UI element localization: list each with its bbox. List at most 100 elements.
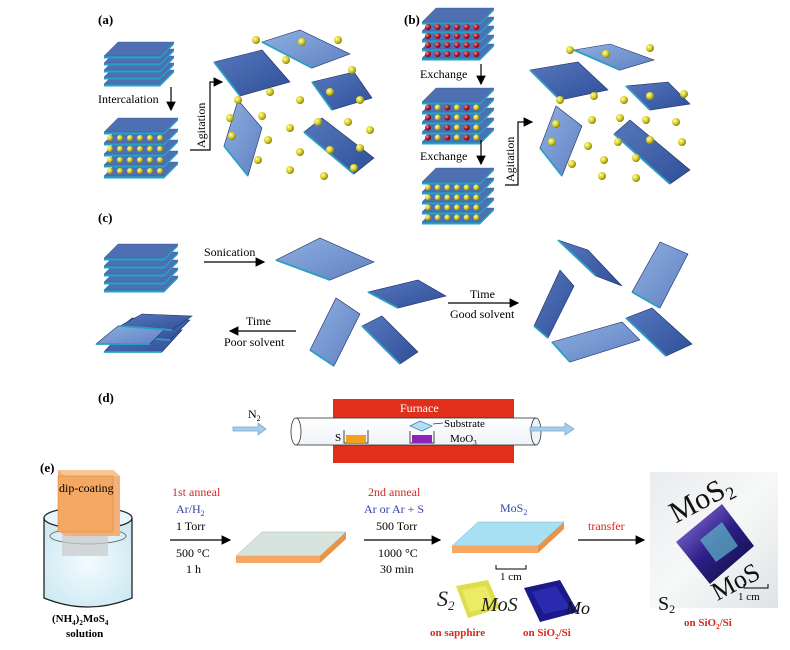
- yellow-ion: [425, 204, 431, 211]
- red-ion: [473, 33, 480, 39]
- red-ion: [454, 51, 460, 57]
- photo-on-sapphire: S2 MoS: [436, 580, 520, 620]
- red-ion: [454, 24, 460, 30]
- photo-on-sio2: Mo: [524, 580, 590, 622]
- nanosheet-edge: [261, 41, 313, 69]
- yellow-ion: [314, 118, 322, 126]
- yellow-ion: [348, 66, 356, 74]
- layer-edge: [422, 188, 494, 205]
- yellow-ion: [588, 116, 596, 124]
- red-ion: [434, 33, 441, 39]
- caption-sapphire: on sapphire: [430, 627, 485, 639]
- panel-e-tag: (e): [40, 460, 54, 475]
- anneal2-title: 2nd anneal: [368, 485, 421, 499]
- yellow-ion: [264, 136, 272, 144]
- panel-a-tag: (a): [98, 12, 113, 27]
- nanosheet-edge: [309, 349, 335, 367]
- yellow-ion: [632, 154, 640, 162]
- red-ion: [434, 42, 441, 48]
- transfer-label: transfer: [588, 519, 625, 533]
- yellow-ion: [444, 184, 451, 191]
- yellow-ion: [296, 96, 304, 104]
- nanosheet-edge: [529, 69, 561, 101]
- red-ion: [473, 24, 480, 30]
- panel-e: (e) dip-coating (NH4)2MoS4 solution 1st …: [40, 460, 778, 641]
- yellow-ion: [157, 168, 163, 174]
- yellow-ion: [646, 136, 654, 144]
- yellow-ion: [602, 50, 610, 58]
- layer-edge: [104, 129, 178, 146]
- red-ion: [473, 42, 480, 48]
- mos2-film: [451, 521, 565, 553]
- nanosheet-edge: [367, 291, 399, 309]
- substrate-wafer: [409, 420, 433, 432]
- yellow-ion: [463, 104, 470, 111]
- agitation-arrow-a: [190, 77, 224, 151]
- yellow-ion: [320, 172, 328, 180]
- caption-transferred: on SiO2/Si: [684, 617, 732, 631]
- nanosheet: [303, 117, 375, 175]
- good-solvent-label: Good solvent: [450, 307, 515, 321]
- red-ion: [463, 42, 470, 48]
- yellow-ion: [598, 172, 606, 180]
- nanosheet-edge: [625, 85, 651, 111]
- yellow-ion: [127, 157, 133, 163]
- layer-edge: [104, 70, 174, 87]
- crystal-yellow-ions: [421, 167, 495, 225]
- yellow-ion: [147, 146, 153, 152]
- time-poor-label: Time: [246, 314, 271, 328]
- nanosheet-edge: [631, 291, 661, 309]
- red-ion: [444, 33, 451, 39]
- layer-edge: [104, 268, 178, 285]
- yellow-ion: [344, 118, 352, 126]
- yellow-ion: [620, 96, 628, 104]
- stable-dispersion-flakes-c: [533, 239, 693, 363]
- intercalated-crystal-a: [103, 117, 179, 179]
- red-ion: [473, 51, 480, 57]
- yellow-ion: [552, 120, 560, 128]
- yellow-ion: [600, 156, 608, 164]
- anneal1-gas: Ar/H2: [176, 502, 205, 518]
- yellow-ion: [672, 118, 680, 126]
- nanosheet-edge: [625, 317, 667, 357]
- yellow-ion: [454, 194, 460, 201]
- agitation-label-a: Agitation: [194, 103, 208, 148]
- yellow-ion: [473, 214, 480, 221]
- yellow-ion: [548, 138, 556, 146]
- scale-bar-2-label: 1 cm: [738, 591, 760, 603]
- yellow-ion: [463, 194, 470, 201]
- layer-edge: [422, 44, 494, 61]
- yellow-ion: [425, 214, 431, 221]
- yellow-ion: [434, 114, 441, 121]
- yellow-ion: [107, 157, 113, 163]
- yellow-ion: [107, 168, 113, 174]
- yellow-ion: [616, 114, 624, 122]
- red-ion: [425, 42, 431, 48]
- yellow-ion: [137, 168, 143, 174]
- yellow-ion: [157, 135, 163, 141]
- solution-formula: (NH4)2MoS4: [52, 613, 109, 627]
- big-photo-text-3: S2: [658, 593, 675, 616]
- photo-transferred: MoS2 MoS S2 1 cm: [650, 472, 778, 616]
- nanosheet-edge: [573, 49, 621, 71]
- nanosheet-edge: [213, 61, 241, 97]
- yellow-ion: [434, 194, 441, 201]
- intercalation-label: Intercalation: [98, 92, 159, 106]
- layer-edge: [104, 276, 178, 293]
- yellow-ion: [137, 146, 143, 152]
- yellow-ion: [584, 142, 592, 150]
- layer: [103, 41, 175, 57]
- yellow-ion: [473, 204, 480, 211]
- moo3-powder: [412, 435, 432, 443]
- layer-edge: [104, 118, 178, 135]
- yellow-ion: [107, 135, 113, 141]
- crystal-red-ions: [421, 7, 495, 61]
- panel-b: (b) Exchange Exchange Agitation: [404, 7, 691, 225]
- anneal1-time: 1 h: [186, 562, 201, 576]
- layer-edge: [422, 26, 494, 43]
- anneal1-title: 1st anneal: [172, 485, 221, 499]
- layer-edge: [104, 151, 178, 168]
- nanosheet: [631, 241, 689, 309]
- layer-edge: [422, 178, 494, 195]
- red-ion: [444, 24, 451, 30]
